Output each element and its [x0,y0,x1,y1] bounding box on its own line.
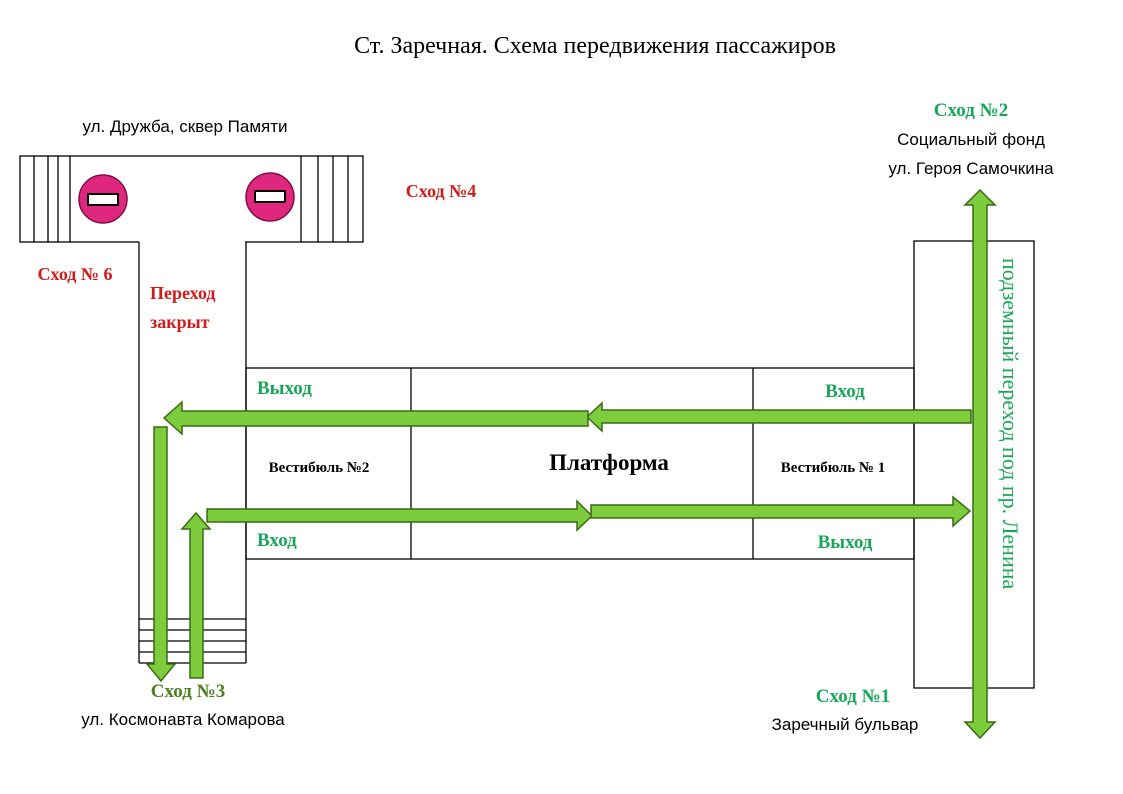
arrow-down-exit3 [145,426,177,683]
underpass-label: подземный переход под пр. Ленина [998,258,1023,590]
street-exit3: ул. Космонавта Комарова [81,710,285,729]
closed-notice-line2: закрыт [150,312,210,332]
vestibule2-label: Вестибюль №2 [269,460,370,476]
vestibule2-entrance-label: Вход [257,530,297,551]
street-exit2-line1: Социальный фонд [897,130,1045,149]
arrow-right-lower-1 [206,499,594,532]
street-top-left: ул. Дружба, сквер Памяти [82,117,287,136]
vestibule2-exit-label: Выход [257,378,312,399]
exit4-label: Сход №4 [406,181,477,201]
arrow-left-upper-1 [585,401,972,433]
arrow-right-lower-2 [590,495,972,528]
page-title: Ст. Заречная. Схема передвижения пассажи… [354,33,836,59]
platform-label: Платформа [549,450,669,475]
exit1-label: Сход №1 [816,686,890,707]
exit6-label: Сход № 6 [38,264,113,284]
overpass-deck [19,155,364,243]
no-entry-sign-icon [78,174,128,224]
vestibule1-label: Вестибюль № 1 [781,460,886,476]
closed-notice-line1: Переход [150,283,216,303]
exit4-stairs [300,156,349,242]
arrow-left-upper-2 [162,400,589,436]
exit6-stairs [33,156,71,242]
arrow-underpass-vertical [963,188,997,740]
no-entry-sign-icon [245,172,295,222]
arrow-up-from-exit3 [180,511,212,679]
vestibule1-exit-label: Выход [818,532,873,553]
street-exit2-line2: ул. Героя Самочкина [888,159,1054,178]
street-exit1: Заречный бульвар [772,715,919,734]
exit3-label: Сход №3 [151,681,225,702]
vestibule1-entrance-label: Вход [825,381,865,402]
flow-arrows [145,188,997,740]
exit2-label: Сход №2 [934,100,1008,121]
overpass-structure [19,155,364,246]
